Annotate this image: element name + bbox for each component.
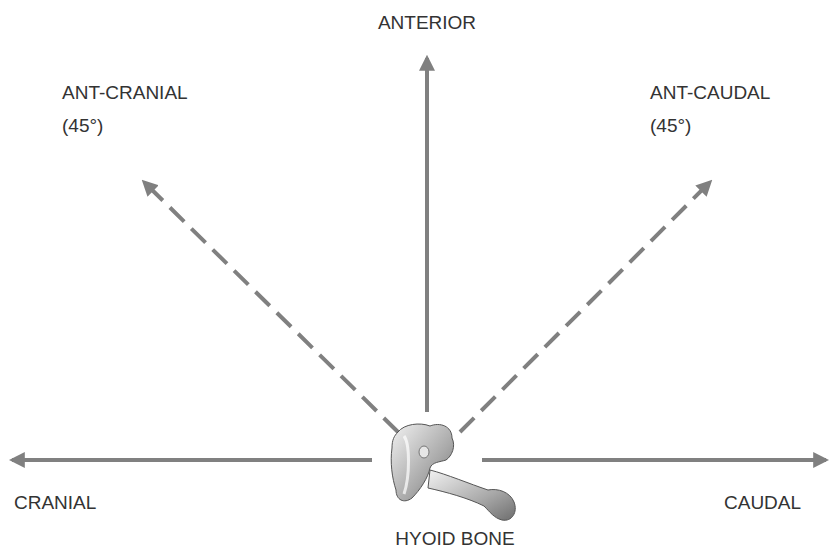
- caudal-arrow: [482, 458, 826, 462]
- direction-label: CAUDAL: [724, 486, 801, 519]
- ant-caudal-arrow: [460, 182, 710, 432]
- direction-label: CRANIAL: [14, 486, 96, 519]
- hyoid-bone: [391, 424, 515, 520]
- direction-label: ANT-CRANIAL (45°): [62, 76, 192, 142]
- bone-label: HYOID BONE: [395, 522, 514, 555]
- direction-label: ANT-CAUDAL (45°): [650, 76, 780, 142]
- anterior-arrow: [425, 58, 429, 412]
- ant-cranial-arrow: [144, 182, 398, 432]
- direction-label: ANTERIOR: [378, 6, 476, 39]
- cranial-arrow: [12, 458, 372, 462]
